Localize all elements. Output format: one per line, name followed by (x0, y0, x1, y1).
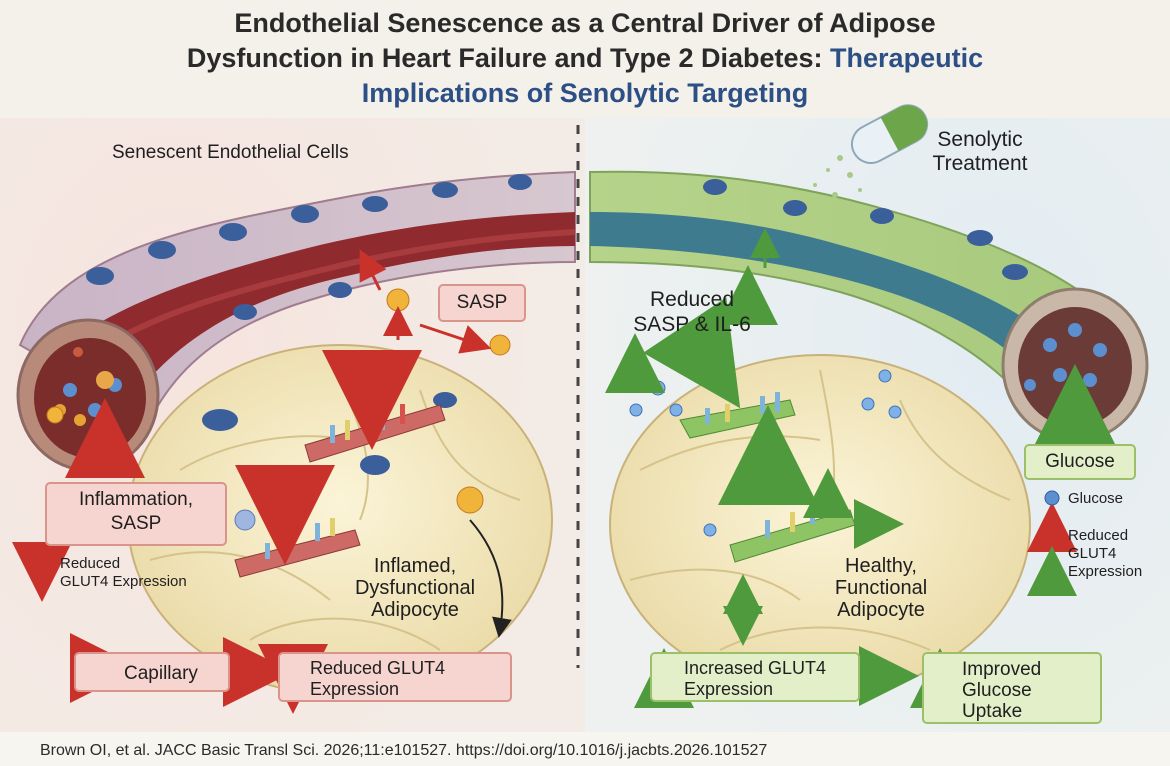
title-line-2-dark: Dysfunction in Heart Failure and Type 2 … (186, 43, 823, 73)
left-legend: Reduced GLUT4 Expression (60, 555, 187, 591)
healthy-adipocyte-label: Healthy, Functional Adipocyte (806, 555, 956, 621)
reduced-glut4-line-1: Reduced GLUT4 (310, 658, 446, 678)
right-legend: Reduced GLUT4 Expression (1068, 527, 1142, 581)
treatment-line-2: Treatment (932, 152, 1028, 175)
pill-particles (813, 155, 862, 198)
left-legend-line-1: Reduced (60, 555, 121, 572)
healthy-label-line-2: Functional (834, 577, 928, 599)
title-line-1: Endothelial Senescence as a Central Driv… (234, 8, 936, 38)
figure-title: Endothelial Senescence as a Central Driv… (0, 6, 1170, 111)
curved-black-arrow (469, 519, 512, 638)
inflamed-label-line-1: Inflamed, (373, 555, 457, 577)
inflammation-box-line-2: SASP (110, 513, 162, 534)
increased-glut4-line-2: Expression (684, 679, 774, 699)
legend-glucose-label: Glucose (1068, 490, 1124, 507)
senescent-cells-header: Senescent Endothelial Cells (112, 142, 349, 163)
inflamed-adipocyte-label: Inflamed, Dysfunctional Adipocyte (330, 555, 500, 621)
reduced-glut4-line-2: Expression (310, 679, 400, 699)
inflammation-box-line-1: Inflammation, (78, 489, 194, 510)
sasp-release-arrow (359, 249, 387, 291)
improved-line-3: Uptake (962, 701, 1023, 722)
healthy-label-line-3: Adipocyte (837, 599, 925, 621)
capillary-box: Capillary (74, 652, 230, 692)
increased-glut4-line-1: Increased GLUT4 (684, 658, 827, 678)
inflamed-label-line-2: Dysfunctional (354, 577, 476, 599)
reduced-sasp-line-2: SASP & IL-6 (633, 313, 751, 336)
sasp-box: SASP (438, 284, 526, 322)
sasp-spread-arrow (419, 323, 492, 354)
citation: Brown OI, et al. JACC Basic Transl Sci. … (40, 742, 768, 759)
healthy-label-line-1: Healthy, (845, 555, 917, 577)
increased-glut4-box: Increased GLUT4 Expression (650, 652, 860, 702)
glucose-box: Glucose (1024, 444, 1136, 480)
right-legend-line-2: GLUT4 (1068, 545, 1117, 562)
improved-uptake-box: Improved Glucose Uptake (922, 652, 1102, 724)
pill-icon (850, 104, 929, 164)
reduced-glut4-box: Reduced GLUT4 Expression (278, 652, 512, 702)
title-line-2-blue: Therapeutic (830, 43, 984, 73)
right-legend-line-1: Reduced (1068, 527, 1129, 544)
sasp-particles (46, 288, 511, 514)
improved-line-1: Improved (962, 659, 1042, 680)
treatment-line-1: Senolytic (937, 128, 1023, 151)
inflammation-box: Inflammation, SASP (45, 482, 227, 546)
left-legend-line-2: GLUT4 Expression (60, 573, 187, 590)
title-line-3: Implications of Senolytic Targeting (361, 78, 809, 108)
reduced-sasp-label: Reduced SASP & IL-6 (612, 287, 772, 337)
right-legend-line-3: Expression (1068, 563, 1143, 580)
legend-glucose-dot (1044, 490, 1060, 506)
senolytic-treatment-label: Senolytic Treatment (915, 128, 1045, 176)
reduced-sasp-line-1: Reduced (649, 288, 735, 311)
title-line-2: Dysfunction in Heart Failure and Type 2 … (0, 41, 1170, 76)
sasp-down-arrow (643, 297, 741, 409)
improved-line-2: Glucose (962, 680, 1032, 701)
inflamed-label-line-3: Adipocyte (371, 599, 459, 621)
